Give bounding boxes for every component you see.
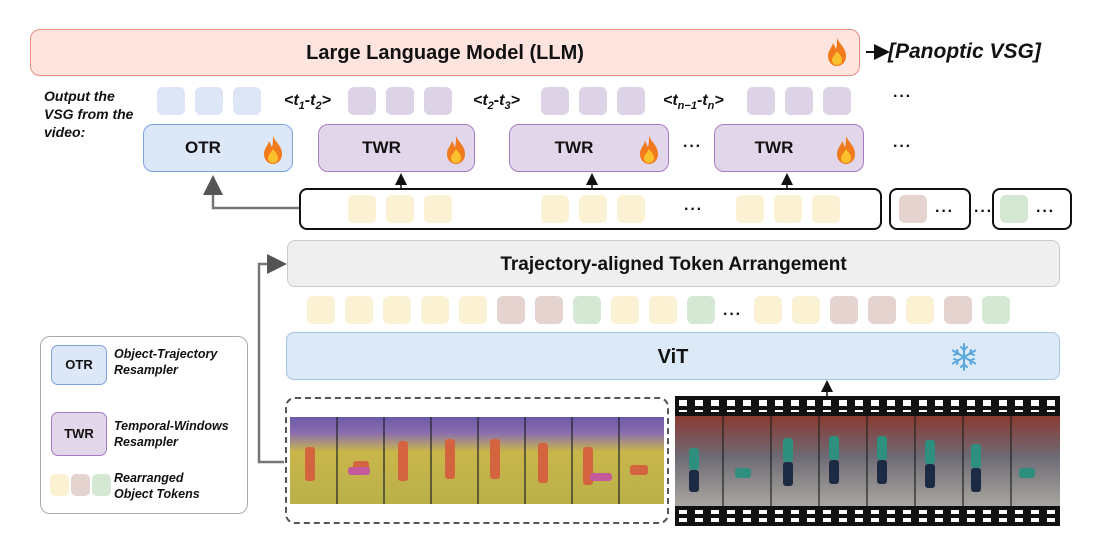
ellipsis: ··· <box>974 203 993 220</box>
vit-token <box>754 296 782 324</box>
llm-box: Large Language Model (LLM) <box>30 29 860 76</box>
legend-otr-badge: OTR <box>51 345 107 385</box>
object-token <box>579 195 607 223</box>
arranged-token-group-3 <box>992 188 1072 230</box>
snowflake-icon <box>951 343 977 371</box>
legend-otr-badge-text: OTR <box>65 357 93 372</box>
time-window-label-2: <t2-t3> <box>473 92 520 113</box>
object-token <box>386 195 414 223</box>
twr-token <box>823 87 851 115</box>
vit-box: ViT <box>286 332 1060 380</box>
twr-token <box>348 87 376 115</box>
vit-token <box>345 296 373 324</box>
arranged-token-group-main <box>299 188 882 230</box>
time-window-label-1: <t1-t2> <box>284 92 331 113</box>
object-token <box>736 195 764 223</box>
otr-label: OTR <box>185 138 221 157</box>
video-film-strip <box>675 396 1060 526</box>
vit-token <box>906 296 934 324</box>
twr-label: TWR <box>554 138 594 157</box>
legend-tokens-text: Rearranged Object Tokens <box>114 471 200 501</box>
object-token <box>541 195 569 223</box>
vit-token <box>459 296 487 324</box>
legend-token-brown <box>71 474 90 496</box>
ellipsis: ··· <box>893 88 912 105</box>
object-token <box>812 195 840 223</box>
time-window-label-3: <tn−1-tn> <box>663 92 724 113</box>
segmented-frames-detail <box>290 417 664 504</box>
object-token <box>348 195 376 223</box>
ellipsis: ··· <box>893 138 912 155</box>
legend-twr-badge-text: TWR <box>64 426 94 441</box>
vit-token <box>944 296 972 324</box>
legend-twr-badge: TWR <box>51 412 107 456</box>
otr-token <box>195 87 223 115</box>
twr-token <box>617 87 645 115</box>
twr-token <box>785 87 813 115</box>
ellipsis: ··· <box>935 203 954 220</box>
vit-token <box>649 296 677 324</box>
llm-title: Large Language Model (LLM) <box>306 42 584 64</box>
flame-icon <box>264 136 282 164</box>
twr-token <box>747 87 775 115</box>
otr-feed-arrow <box>203 175 300 210</box>
vit-token <box>573 296 601 324</box>
segmentation-frames-art <box>305 417 648 504</box>
vit-token <box>687 296 715 324</box>
vit-token <box>383 296 411 324</box>
object-token <box>424 195 452 223</box>
llm-output-label: [Panoptic VSG] <box>888 40 1041 63</box>
twr-module-1: TWR <box>318 124 475 172</box>
ellipsis: ··· <box>684 201 703 218</box>
token-arrangement-box: Trajectory-aligned Token Arrangement <box>287 240 1060 287</box>
object-token <box>774 195 802 223</box>
vit-token <box>421 296 449 324</box>
segmented-frames-box <box>285 397 669 524</box>
twr-module-2: TWR <box>509 124 669 172</box>
arranged-token-group-2 <box>889 188 971 230</box>
ellipsis: ··· <box>1036 203 1055 220</box>
twr-token <box>386 87 414 115</box>
object-token <box>899 195 927 223</box>
twr-module-3: TWR <box>714 124 864 172</box>
flame-icon <box>828 38 846 66</box>
object-token <box>617 195 645 223</box>
legend-otr-text: Object-Trajectory Resampler <box>114 347 218 377</box>
flame-icon <box>837 136 855 164</box>
vit-title: ViT <box>657 346 689 368</box>
ellipsis: ··· <box>683 138 702 155</box>
ellipsis: ··· <box>723 306 742 323</box>
object-token <box>1000 195 1028 223</box>
vit-token <box>497 296 525 324</box>
vit-token <box>830 296 858 324</box>
twr-token <box>579 87 607 115</box>
twr-token <box>424 87 452 115</box>
side-caption: Output the VSG from the video: <box>44 88 134 140</box>
flame-icon <box>640 136 658 164</box>
legend-twr-text: Temporal-Windows Resampler <box>114 419 229 449</box>
film-strip-art <box>675 400 1060 522</box>
otr-module: OTR <box>143 124 293 172</box>
otr-token <box>157 87 185 115</box>
vit-token <box>868 296 896 324</box>
vit-token <box>611 296 639 324</box>
vit-token <box>307 296 335 324</box>
vit-token <box>792 296 820 324</box>
token-arrangement-title: Trajectory-aligned Token Arrangement <box>500 254 847 275</box>
twr-label: TWR <box>754 138 794 157</box>
flame-icon <box>447 136 465 164</box>
segmentation-feed-arrow <box>257 254 287 464</box>
legend-token-yellow <box>50 474 69 496</box>
vit-token <box>535 296 563 324</box>
vit-token <box>982 296 1010 324</box>
twr-label: TWR <box>362 138 401 157</box>
legend-token-green <box>92 474 111 496</box>
segmented-frames-strip <box>290 417 664 504</box>
twr-token <box>541 87 569 115</box>
otr-token <box>233 87 261 115</box>
